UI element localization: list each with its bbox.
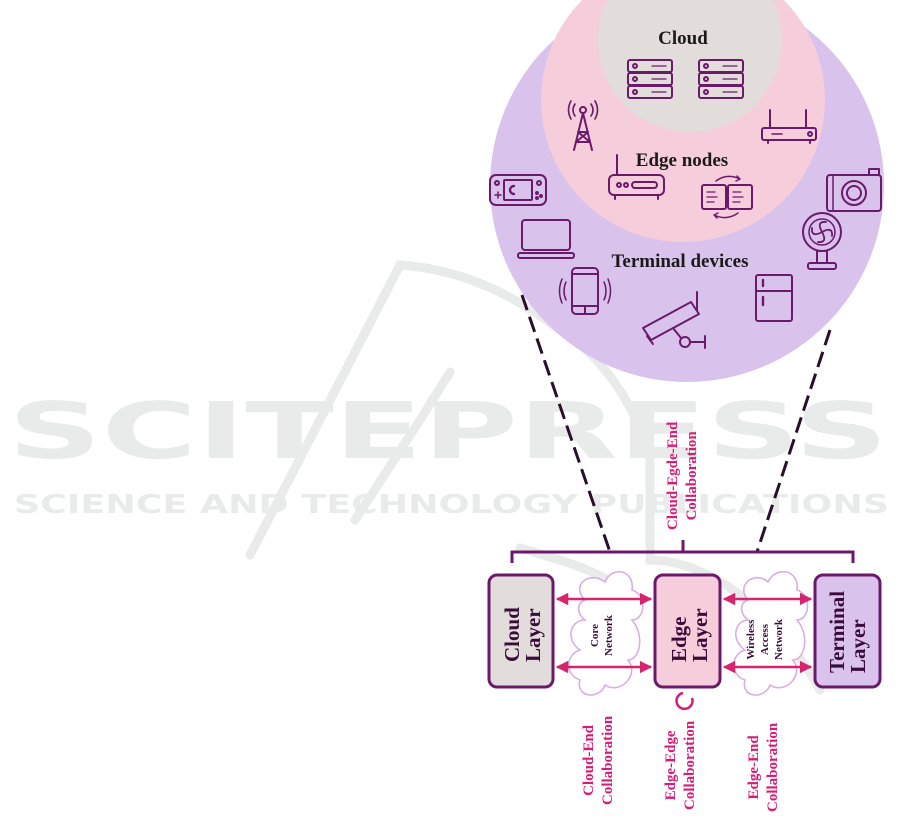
edge-edge-loop-icon xyxy=(677,693,693,709)
terminal-layer-label: Terminal Layer xyxy=(827,591,869,673)
edge-end-collab-label: Edge-End Collaboration xyxy=(745,723,783,812)
terminal-layer-line-1: Terminal xyxy=(827,591,848,673)
edge-layer-label: Edge Layer xyxy=(669,608,711,662)
collab-top-line-2: Collaboration xyxy=(683,422,702,530)
core-network-line-2: Network xyxy=(602,615,616,656)
cloud-layer-label: Cloud Layer xyxy=(502,607,544,662)
edge-nodes-label: Edge nodes xyxy=(636,150,728,171)
terminal-layer-line-2: Layer xyxy=(848,591,869,673)
cloud-layer-line-1: Cloud xyxy=(502,607,523,662)
wireless-network-label: Wireless Access Network xyxy=(744,619,786,660)
collab-edge-end-line-1: Edge-End xyxy=(745,723,764,812)
wireless-network-line-3: Network xyxy=(772,619,786,660)
cloud-layer-line-2: Layer xyxy=(523,607,544,662)
collab-edge-edge-line-1: Edge-Edge xyxy=(662,721,681,810)
collaboration-bracket xyxy=(512,540,853,563)
terminal-devices-label: Terminal devices xyxy=(611,251,748,272)
collab-edge-edge-line-2: Collaboration xyxy=(681,721,700,810)
edge-layer-line-1: Edge xyxy=(669,608,690,662)
collab-edge-end-line-2: Collaboration xyxy=(764,723,783,812)
collab-top-line-1: Cloud-Egde-End xyxy=(664,422,683,530)
collab-cloud-end-line-1: Cloud-End xyxy=(580,716,599,805)
cloud-label: Cloud xyxy=(658,28,708,49)
cloud-edge-end-collab-label: Cloud-Egde-End Collaboration xyxy=(664,422,702,530)
core-network-label: Core Network xyxy=(588,615,616,656)
wireless-network-line-2: Access xyxy=(758,619,772,660)
collab-cloud-end-line-2: Collaboration xyxy=(599,716,618,805)
wireless-network-line-1: Wireless xyxy=(744,619,758,660)
core-network-line-1: Core xyxy=(588,615,602,656)
edge-layer-line-2: Layer xyxy=(690,608,711,662)
edge-edge-collab-label: Edge-Edge Collaboration xyxy=(662,721,700,810)
cloud-end-collab-label: Cloud-End Collaboration xyxy=(580,716,618,805)
